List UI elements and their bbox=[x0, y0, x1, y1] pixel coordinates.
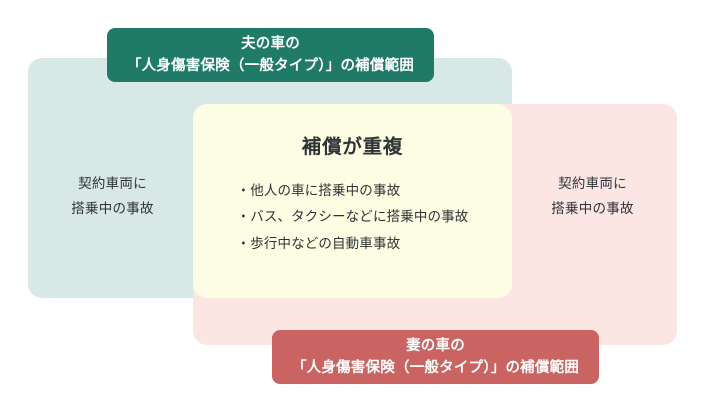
husband-label-line-2: 「人身傷害保険（一般タイプ）」の補償範囲 bbox=[126, 58, 415, 74]
overlap-item-list: ・他人の車に搭乗中の事故 ・バス、タクシーなどに搭乗中の事故 ・歩行中などの自動… bbox=[237, 178, 469, 257]
overlap-list-item: ・歩行中などの自動車事故 bbox=[236, 235, 401, 251]
husband-caption-line-2: 搭乗中の事故 bbox=[71, 200, 154, 216]
husband-coverage-label: 夫の車の 「人身傷害保険（一般タイプ）」の補償範囲 bbox=[107, 28, 434, 82]
wife-caption-line-2: 搭乗中の事故 bbox=[551, 200, 634, 216]
husband-label-line-1: 夫の車の bbox=[241, 35, 300, 52]
wife-panel-caption: 契約車両に 搭乗中の事故 bbox=[520, 172, 665, 222]
wife-label-line-1: 妻の車の bbox=[406, 337, 465, 354]
wife-coverage-label: 妻の車の 「人身傷害保険（一般タイプ）」の補償範囲 bbox=[272, 330, 599, 384]
wife-label-line-2: 「人身傷害保険（一般タイプ）」の補償範囲 bbox=[291, 360, 580, 376]
overlap-title: 補償が重複 bbox=[301, 136, 404, 158]
overlap-list-item: ・他人の車に搭乗中の事故 bbox=[236, 183, 401, 198]
overlap-list-item: ・バス、タクシーなどに搭乗中の事故 bbox=[236, 209, 469, 225]
overlap-content: 補償が重複 ・他人の車に搭乗中の事故 ・バス、タクシーなどに搭乗中の事故 ・歩行… bbox=[193, 104, 512, 298]
wife-caption-line-1: 契約車両に bbox=[558, 176, 627, 191]
husband-panel-caption: 契約車両に 搭乗中の事故 bbox=[40, 172, 185, 222]
husband-caption-line-1: 契約車両に bbox=[78, 176, 147, 191]
overlap-panel bbox=[193, 104, 512, 298]
